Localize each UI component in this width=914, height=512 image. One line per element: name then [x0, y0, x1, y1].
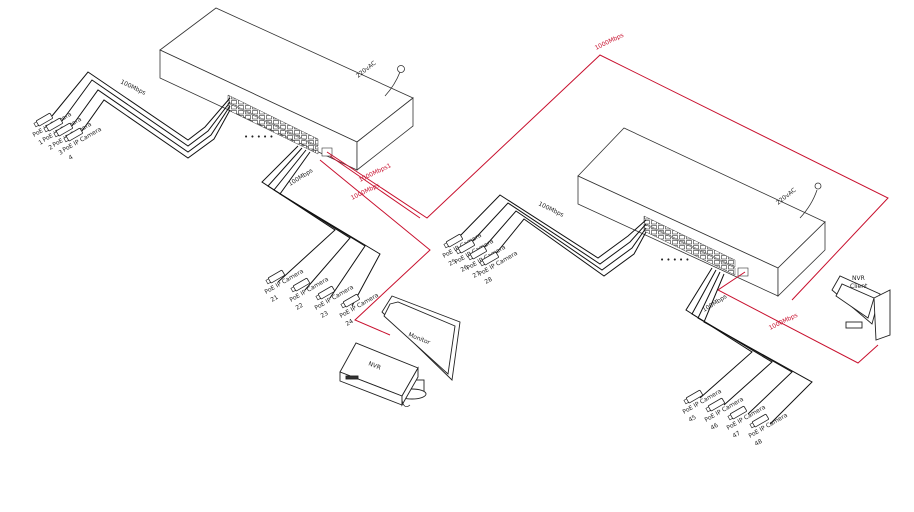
- camera-icon: [683, 389, 703, 405]
- cable-bundle-4: [685, 267, 813, 425]
- nvr-client-label-2: Client: [850, 283, 868, 290]
- cable-bundle-1: [51, 71, 231, 159]
- camera-number-label: 23: [320, 310, 330, 320]
- client-uplink-label: 1000Mbps: [768, 312, 799, 332]
- nvr-mouse-cable: [401, 399, 411, 407]
- camera-icon: [749, 413, 769, 429]
- camera-icon: [43, 117, 63, 133]
- camera-number-label: 4: [68, 154, 75, 162]
- camera-icon: [63, 127, 83, 143]
- camera-icon: [443, 233, 463, 249]
- switch-right-power-cord: [799, 182, 822, 219]
- camera-number-label: 24: [345, 318, 355, 328]
- monitor: [381, 295, 461, 400]
- nvr-uplink-label: 1000Mbps: [350, 182, 381, 202]
- camera-icon: [467, 245, 487, 261]
- camera-icon: [53, 122, 73, 138]
- switch-left-power-cord: [384, 65, 405, 97]
- nvr-box: [339, 342, 419, 407]
- network-red-lines: [319, 54, 889, 364]
- camera-number-label: 47: [732, 430, 742, 440]
- camera-icon: [265, 269, 285, 285]
- camera-icon: [340, 293, 360, 309]
- camera-number-label: 21: [270, 294, 280, 304]
- switch-right-dots: • • • • •: [660, 256, 690, 264]
- switch-right: [577, 127, 826, 297]
- switch-left: [159, 7, 414, 171]
- camera-group-1: PoE IP Camera1PoE IP Camera2PoE IP Camer…: [32, 111, 104, 162]
- nvr-label: NVR: [367, 360, 381, 371]
- camera-icon: [705, 397, 725, 413]
- camera-number-label: 28: [484, 276, 494, 286]
- camera-speed-c: 100Mbps: [537, 201, 565, 219]
- nvr-client-label-1: NVR: [852, 275, 865, 282]
- camera-icon: [33, 112, 53, 128]
- camera-number-label: 3: [58, 149, 65, 157]
- camera-number-label: 46: [710, 422, 720, 432]
- camera-icon: [290, 277, 310, 293]
- camera-number-label: 48: [754, 438, 764, 448]
- top-uplink-label: 1000Mbps: [594, 32, 625, 52]
- camera-icon: [315, 285, 335, 301]
- camera-number-label: 22: [295, 302, 305, 312]
- camera-icon: [479, 251, 499, 267]
- switch-left-dots: • • • • •: [244, 133, 274, 141]
- camera-number-label: 45: [688, 414, 698, 424]
- camera-group-3: PoE IP Camera25PoE IP Camera26PoE IP Cam…: [442, 232, 520, 286]
- nvr-client-pc: [831, 275, 891, 341]
- cable-bundle-3: [457, 194, 647, 277]
- camera-number-label: 2: [48, 144, 55, 152]
- camera-icon: [727, 405, 747, 421]
- camera-number-label: 1: [38, 139, 45, 147]
- camera-number-label: 25: [448, 258, 458, 268]
- cable-bundle-2: [261, 145, 381, 307]
- camera-speed-a: 100Mbps: [119, 79, 147, 97]
- camera-icon: [455, 239, 475, 255]
- camera-number-label: 27: [472, 270, 482, 280]
- camera-number-label: 26: [460, 264, 470, 274]
